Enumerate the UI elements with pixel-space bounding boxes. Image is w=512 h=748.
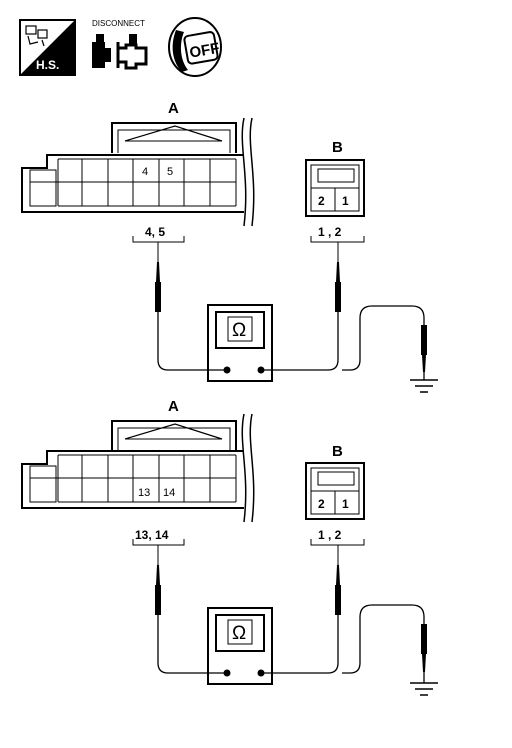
step1-connector-a-label: A xyxy=(168,100,179,117)
step2-probe-a: 13, 14 xyxy=(132,528,185,615)
step1-connector-a: A 4 5 xyxy=(21,100,255,227)
step2-connector-a: A 13 14 xyxy=(21,398,255,523)
step1-b-pin-1: 1 xyxy=(342,194,349,208)
step2-probe-a-terminals: 13, 14 xyxy=(135,528,169,542)
disconnect-label: DISCONNECT xyxy=(92,19,145,28)
step1-probe-b: 1 , 2 xyxy=(310,225,365,312)
hs-label: H.S. xyxy=(36,58,59,72)
step1-probe-a: 4, 5 xyxy=(132,225,185,312)
step2-b-pin-1: 1 xyxy=(342,497,349,511)
step1-pin-5: 5 xyxy=(167,166,173,178)
step2-ohm-symbol: Ω xyxy=(232,623,246,644)
step1-pin-4: 4 xyxy=(142,166,148,178)
step1-ground-probe xyxy=(421,325,427,380)
disconnect-icon: DISCONNECT xyxy=(92,19,148,70)
step2-connector-b-label: B xyxy=(332,443,343,460)
harness-side-icon: H.S. xyxy=(19,19,76,76)
step2-wires xyxy=(157,604,425,674)
step2-b-pin-2: 2 xyxy=(318,497,325,511)
step2-ground-icon xyxy=(410,682,438,696)
step1-ohmmeter: Ω xyxy=(207,304,273,382)
step1-connector-b: B 2 1 xyxy=(305,139,365,217)
step1-ground-icon xyxy=(410,379,438,393)
step2-pin-14: 14 xyxy=(163,487,175,499)
step1-ohm-symbol: Ω xyxy=(232,320,246,341)
step2-ground-probe xyxy=(421,624,427,683)
step1-connector-b-label: B xyxy=(332,139,343,156)
off-label: OFF xyxy=(188,40,220,62)
step2-probe-b-terminals: 1 , 2 xyxy=(318,528,342,542)
ignition-off-icon: OFF xyxy=(168,17,222,77)
step2-connector-b: B 2 1 xyxy=(305,443,365,520)
step2-probe-b: 1 , 2 xyxy=(310,528,365,615)
step2-pin-13: 13 xyxy=(138,487,150,499)
step1-probe-b-terminals: 1 , 2 xyxy=(318,225,342,239)
step1-b-pin-2: 2 xyxy=(318,194,325,208)
step1-wires xyxy=(157,305,425,371)
step2-ohmmeter: Ω xyxy=(207,607,273,685)
step2-connector-a-label: A xyxy=(168,398,179,415)
step1-probe-a-terminals: 4, 5 xyxy=(145,225,165,239)
